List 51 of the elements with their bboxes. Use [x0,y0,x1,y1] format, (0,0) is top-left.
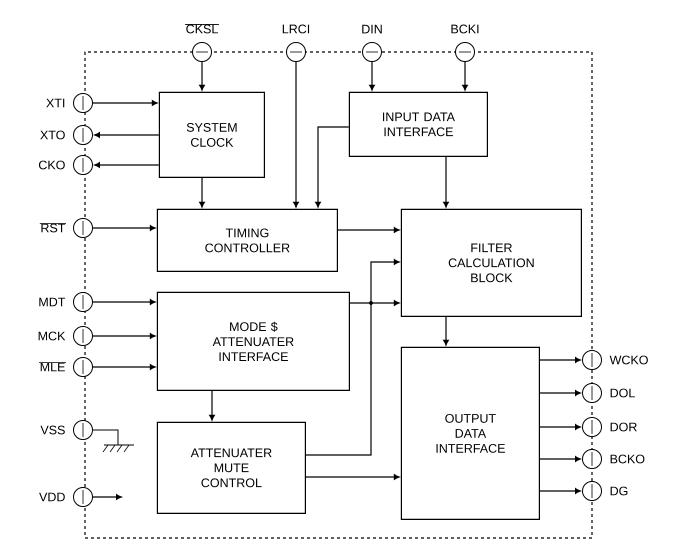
pin-label: XTI [46,98,64,108]
arrow [540,424,581,430]
pin-label: RST [39,223,66,232]
arrow [93,494,122,500]
arrow [93,333,156,339]
arrow [315,126,349,208]
arrow [462,62,468,90]
arrow [540,456,581,462]
arrow [293,62,299,208]
arrow [94,132,159,138]
pin-label: BCKI [451,24,478,34]
pin-label: XTO [40,130,65,140]
pin-label: VDD [39,492,65,502]
arrow [443,317,449,346]
pin-label: DOR [610,422,637,432]
pin-label: MDT [39,298,66,306]
arrow [540,488,581,494]
block-box: TIMING CONTROLLER [156,208,338,272]
pin-label: DG [610,486,628,496]
pin-label: BCKO [610,454,644,464]
pin-label: CKO [38,160,65,170]
arrow [540,357,581,363]
arrow [306,259,400,456]
pin-label: CKSL [184,24,220,34]
pin-label: MCK [38,332,66,340]
pin-label: DOL [610,388,635,398]
arrow [93,100,158,106]
arrow [199,178,205,208]
arrow [443,157,449,208]
arrow [540,390,581,396]
arrow [350,300,400,306]
chip-outline [84,51,593,539]
arrow [93,299,156,305]
block-box: FILTER CALCULATION BLOCK [400,208,582,317]
block-box: INPUT DATA INTERFACE [348,92,488,157]
pin-label: WCKO [610,356,648,364]
pin-label: VSS [40,426,65,434]
pin-label: DIN [362,24,382,34]
arrow [306,474,400,480]
arrow [338,227,400,233]
block-box: ATTENUATER MUTE CONTROL [156,422,306,514]
block-box: MODE $ ATTENUATER INTERFACE [156,292,350,391]
arrow [209,391,215,420]
arrow [94,162,159,168]
pin-label: LRCI [282,24,310,34]
arrow [199,62,205,90]
block-box: SYSTEM CLOCK [158,92,265,178]
block-box: OUTPUT DATA INTERFACE [400,346,540,520]
arrow [93,364,156,370]
arrow [93,225,156,231]
arrow [369,62,375,90]
